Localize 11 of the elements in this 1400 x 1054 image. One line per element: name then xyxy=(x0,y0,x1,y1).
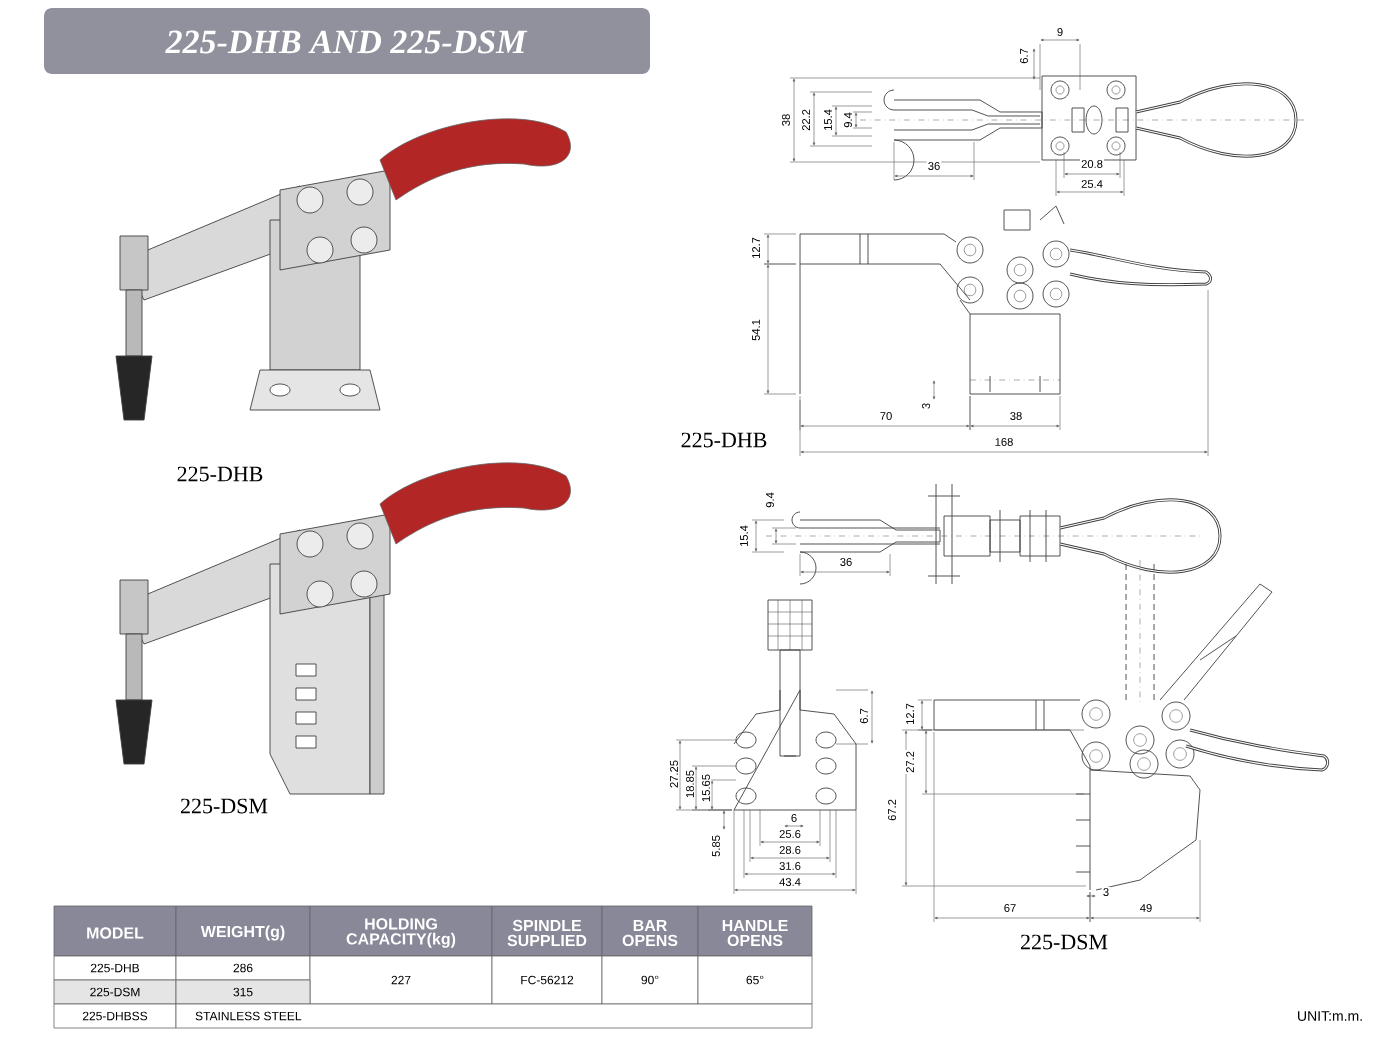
header-cell: HOLDING CAPACITY(kg) xyxy=(309,905,493,957)
header-cell: HANDLE OPENS xyxy=(697,905,813,957)
view-caption: 225-DHB xyxy=(177,466,263,482)
title-banner: 225-DHB AND 225-DSM xyxy=(44,8,650,74)
view-caption: 225-DSM xyxy=(1021,934,1108,950)
header-cell: MODEL xyxy=(53,905,177,957)
header-cell: SPINDLE SUPPLIED xyxy=(491,905,603,957)
view-caption: 225-DHB xyxy=(681,432,767,448)
view-caption: 225-DSM xyxy=(180,798,268,814)
header-cell: BAR OPENS xyxy=(601,905,699,957)
header-cell: WEIGHT(g) xyxy=(175,905,311,957)
